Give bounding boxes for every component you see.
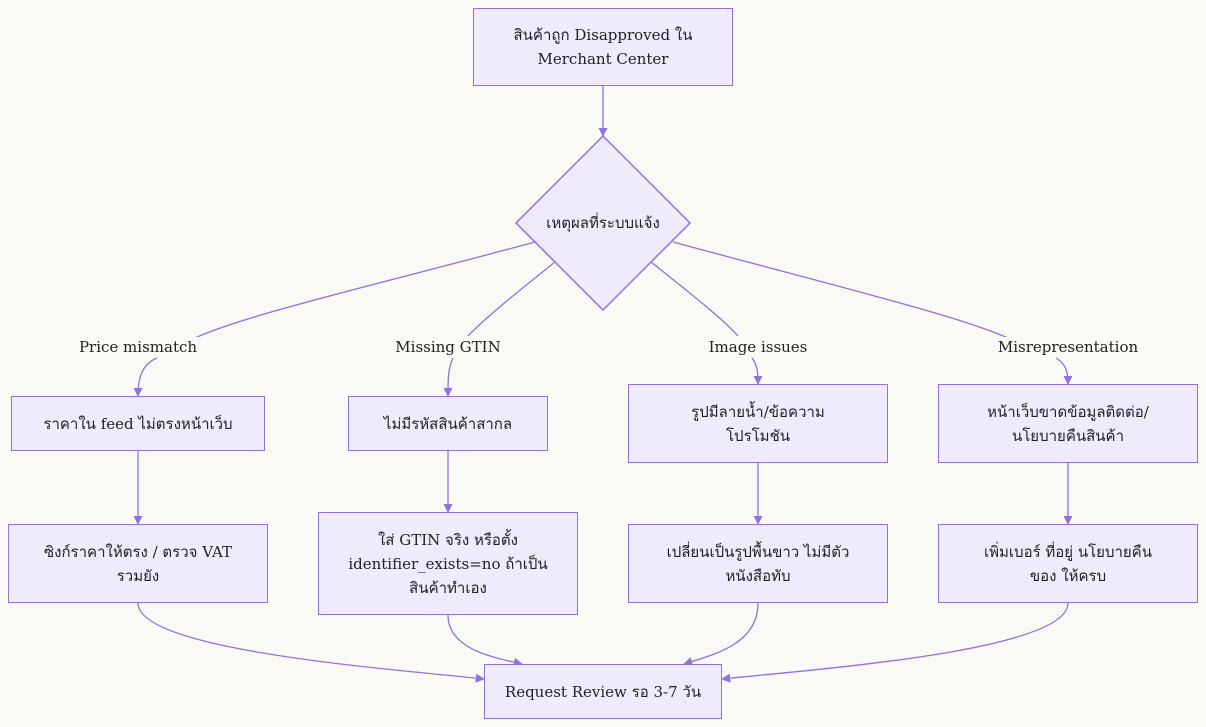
edge-label-image-issues: Image issues [706, 337, 810, 357]
cause-node-image: รูปมีลายน้ำ/ข้อความ โปรโมชัน [628, 384, 888, 463]
edge-price-fix-to-end [137, 602, 485, 683]
decision-diamond [514, 134, 692, 312]
edge-misrep-label-to-cause [1055, 357, 1073, 385]
edge-misrep-fix-to-end [721, 602, 1069, 683]
edge-decision-to-image [650, 261, 739, 337]
cause-node-price: ราคาใน feed ไม่ตรงหน้าเว็บ [11, 396, 265, 451]
edge-gtin-label-to-cause [443, 357, 454, 397]
fix-node-image: เปลี่ยนเป็นรูปพื้นขาว ไม่มีตัว หนังสือทั… [628, 524, 888, 603]
fix-node-price: ซิงก์ราคาให้ตรง / ตรวจ VAT รวมยัง [8, 524, 268, 603]
edge-price-label-to-cause [133, 357, 158, 397]
fix-node-gtin: ใส่ GTIN จริง หรือตั้ง identifier_exists… [318, 512, 578, 615]
start-node: สินค้าถูก Disapproved ใน Merchant Center [473, 8, 733, 86]
fix-node-misrep: เพิ่มเบอร์ ที่อยู่ นโยบายคืน ของ ให้ครบ [938, 524, 1198, 603]
edge-decision-to-gtin [467, 261, 556, 337]
cause-node-gtin: ไม่มีรหัสสินค้าสากล [348, 396, 548, 451]
edge-image-label-to-cause [751, 357, 763, 385]
end-node-request-review: Request Review รอ 3-7 วัน [484, 664, 722, 719]
cause-node-misrep: หน้าเว็บขาดข้อมูลติดต่อ/ นโยบายคืนสินค้า [938, 384, 1198, 463]
edge-decision-to-price [186, 241, 536, 343]
edge-label-missing-gtin: Missing GTIN [393, 337, 503, 357]
edge-gtin-fix-to-end [447, 614, 523, 667]
edge-label-misrepresentation: Misrepresentation [995, 337, 1141, 357]
edge-decision-to-misrep [672, 241, 1013, 341]
edge-image-fix-to-end [683, 602, 759, 666]
decision-label: เหตุผลที่ระบบแจ้ง [546, 214, 660, 232]
edge-label-price-mismatch: Price mismatch [76, 337, 200, 357]
